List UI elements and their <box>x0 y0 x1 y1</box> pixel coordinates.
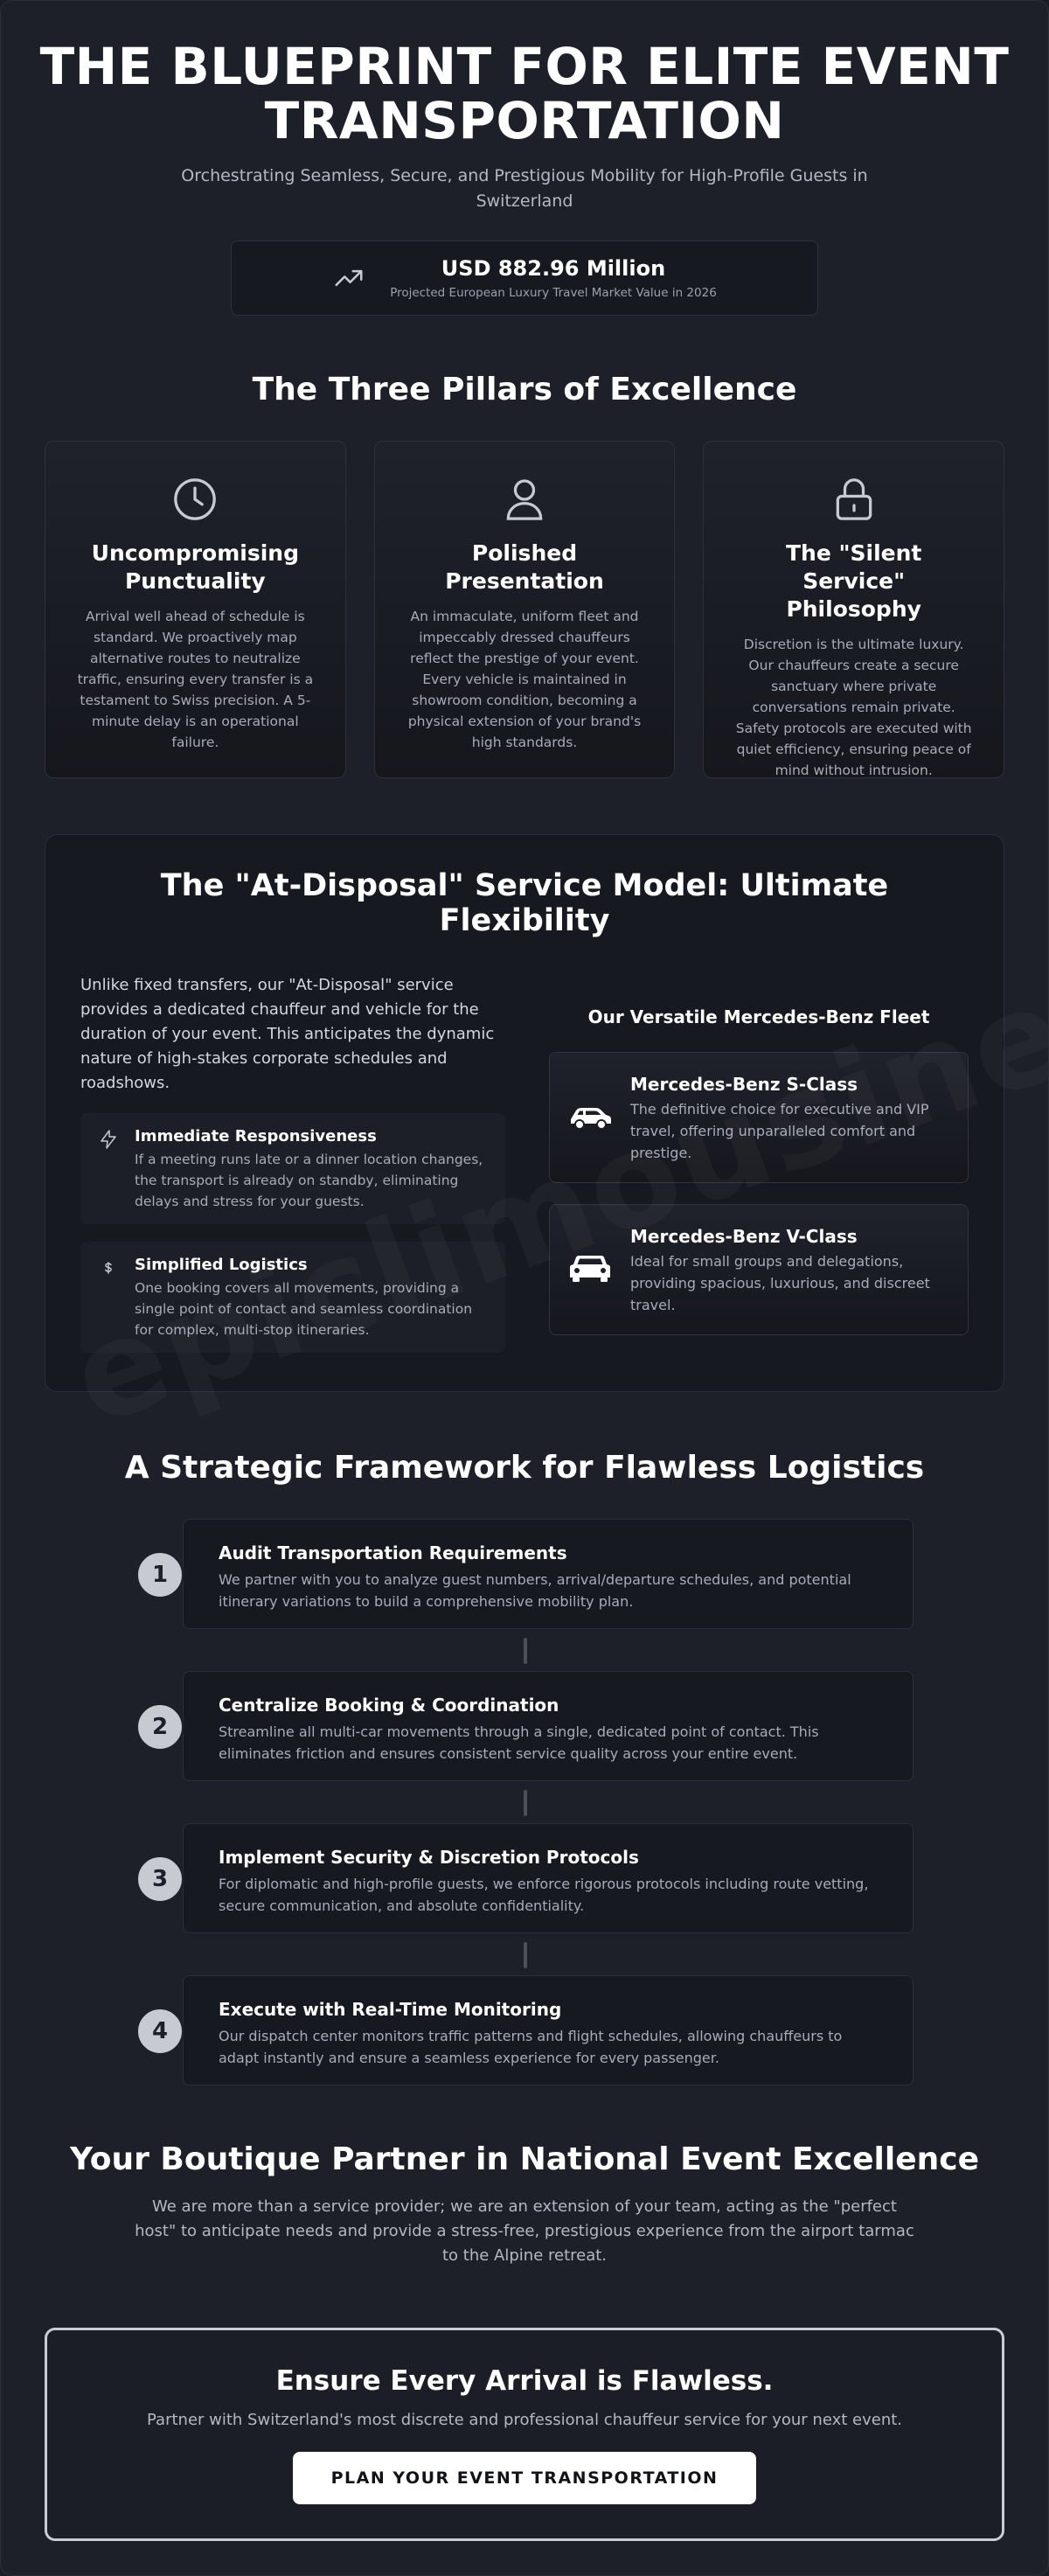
fleet-title: Our Versatile Mercedes-Benz Fleet <box>587 1006 930 1027</box>
page-subtitle: Orchestrating Seamless, Secure, and Pres… <box>181 166 868 211</box>
step-item: 3 Implement Security & Discretion Protoc… <box>135 1823 914 1933</box>
step-card: Execute with Real-Time Monitoring Our di… <box>183 1975 914 2085</box>
pillars-grid: Uncompromising Punctuality Arrival well … <box>1 441 1048 778</box>
disposal-title: The "At-Disposal" Service Model: Ultimat… <box>160 868 889 938</box>
step-number: 1 <box>135 1550 184 1599</box>
step-item: 4 Execute with Real-Time Monitoring Our … <box>135 1975 914 2085</box>
step-card: Centralize Booking & Coordination Stream… <box>183 1671 914 1781</box>
trending-up-icon <box>335 269 363 287</box>
feature-item: Immediate Responsiveness If a meeting ru… <box>80 1113 505 1224</box>
fleet-column: Our Versatile Mercedes-Benz Fleet Merced… <box>549 973 969 1353</box>
hero-section: THE BLUEPRINT FOR ELITE EVENT TRANSPORTA… <box>1 1 1048 316</box>
cta-text: Partner with Switzerland's most discrete… <box>147 2411 902 2429</box>
step-title: Execute with Real-Time Monitoring <box>219 1999 562 2020</box>
pillar-title: Polished Presentation <box>445 540 604 594</box>
step-number: 4 <box>135 2007 184 2056</box>
pillar-card: The "Silent Service" Philosophy Discreti… <box>703 441 1005 778</box>
disposal-columns: Unlike fixed transfers, our "At-Disposal… <box>80 973 969 1353</box>
car-front-icon <box>570 1256 610 1282</box>
fleet-text: The definitive choice for executive and … <box>630 1101 929 1161</box>
dollar-icon <box>105 1262 112 1274</box>
step-number: 3 <box>135 1855 184 1904</box>
framework-title: A Strategic Framework for Flawless Logis… <box>124 1450 925 1486</box>
pillar-text: Arrival well ahead of schedule is standa… <box>77 609 314 750</box>
step-text: Streamline all multi-car movements throu… <box>219 1723 819 1762</box>
disposal-section: The "At-Disposal" Service Model: Ultimat… <box>45 834 1004 1392</box>
step-title: Audit Transportation Requirements <box>219 1542 567 1563</box>
stat-caption: Projected European Luxury Travel Market … <box>390 286 717 300</box>
feature-item: Simplified Logistics One booking covers … <box>80 1242 505 1353</box>
fleet-body: Mercedes-Benz V-Class Ideal for small gr… <box>630 1226 950 1334</box>
feature-text: If a meeting runs late or a dinner locat… <box>135 1152 483 1209</box>
fleet-icon-wrap <box>567 1074 613 1182</box>
pillars-title: The Three Pillars of Excellence <box>252 372 797 407</box>
step-connector <box>524 1781 527 1823</box>
partner-text: We are more than a service provider; we … <box>135 2197 914 2265</box>
partner-title: Your Boutique Partner in National Event … <box>69 2141 979 2177</box>
cta-section: Ensure Every Arrival is Flawless. Partne… <box>45 2328 1004 2541</box>
step-connector <box>524 1629 527 1671</box>
step-title: Implement Security & Discretion Protocol… <box>219 1847 639 1868</box>
lightning-icon <box>101 1130 116 1149</box>
fleet-model: Mercedes-Benz V-Class <box>630 1226 858 1247</box>
page-title: THE BLUEPRINT FOR ELITE EVENT TRANSPORTA… <box>39 37 1010 150</box>
step-card: Audit Transportation Requirements We par… <box>183 1519 914 1629</box>
fleet-text: Ideal for small groups and delegations, … <box>630 1253 930 1313</box>
lock-icon <box>836 478 872 520</box>
pillar-card: Polished Presentation An immaculate, uni… <box>373 441 676 778</box>
disposal-intro: Unlike fixed transfers, our "At-Disposal… <box>80 976 495 1092</box>
fleet-body: Mercedes-Benz S-Class The definitive cho… <box>630 1074 950 1182</box>
fleet-model: Mercedes-Benz S-Class <box>630 1074 858 1095</box>
cta-title: Ensure Every Arrival is Flawless. <box>275 2365 774 2397</box>
framework-steps: 1 Audit Transportation Requirements We p… <box>135 1519 914 2085</box>
partner-section: Your Boutique Partner in National Event … <box>1 2141 1048 2268</box>
step-item: 1 Audit Transportation Requirements We p… <box>135 1519 914 1629</box>
fleet-card: Mercedes-Benz V-Class Ideal for small gr… <box>549 1204 969 1335</box>
feature-text: One booking covers all movements, provid… <box>135 1280 473 1338</box>
step-text: For diplomatic and high-profile guests, … <box>219 1876 869 1914</box>
fleet-card: Mercedes-Benz S-Class The definitive cho… <box>549 1052 969 1183</box>
pillar-title: Uncompromising Punctuality <box>91 540 299 594</box>
step-title: Centralize Booking & Coordination <box>219 1695 559 1716</box>
pillar-text: An immaculate, uniform fleet and impecca… <box>407 609 642 750</box>
clock-icon <box>174 478 217 520</box>
pillar-card: Uncompromising Punctuality Arrival well … <box>45 441 346 778</box>
feature-icon-wrap <box>98 1256 119 1340</box>
stat-text: USD 882.96 Million Projected European Lu… <box>390 256 717 300</box>
feature-icon-wrap <box>98 1127 119 1212</box>
step-text: Our dispatch center monitors traffic pat… <box>219 2028 843 2066</box>
step-number: 2 <box>135 1702 184 1751</box>
user-icon <box>506 479 543 520</box>
fleet-icon-wrap <box>567 1226 613 1334</box>
pillar-title: The "Silent Service" Philosophy <box>785 540 922 622</box>
car-side-icon <box>571 1108 611 1130</box>
market-stat-box: USD 882.96 Million Projected European Lu… <box>231 240 818 316</box>
step-text: We partner with you to analyze guest num… <box>219 1571 851 1610</box>
step-connector <box>524 1933 527 1975</box>
step-card: Implement Security & Discretion Protocol… <box>183 1823 914 1933</box>
feature-title: Immediate Responsiveness <box>135 1127 377 1145</box>
pillar-text: Discretion is the ultimate luxury. Our c… <box>735 637 972 778</box>
plan-transportation-button[interactable]: PLAN YOUR EVENT TRANSPORTATION <box>293 2452 756 2504</box>
feature-title: Simplified Logistics <box>135 1256 308 1274</box>
step-item: 2 Centralize Booking & Coordination Stre… <box>135 1671 914 1781</box>
disposal-left-column: Unlike fixed transfers, our "At-Disposal… <box>80 973 505 1353</box>
stat-value: USD 882.96 Million <box>441 256 666 281</box>
feature-body: Simplified Logistics One booking covers … <box>135 1256 488 1340</box>
feature-body: Immediate Responsiveness If a meeting ru… <box>135 1127 488 1212</box>
